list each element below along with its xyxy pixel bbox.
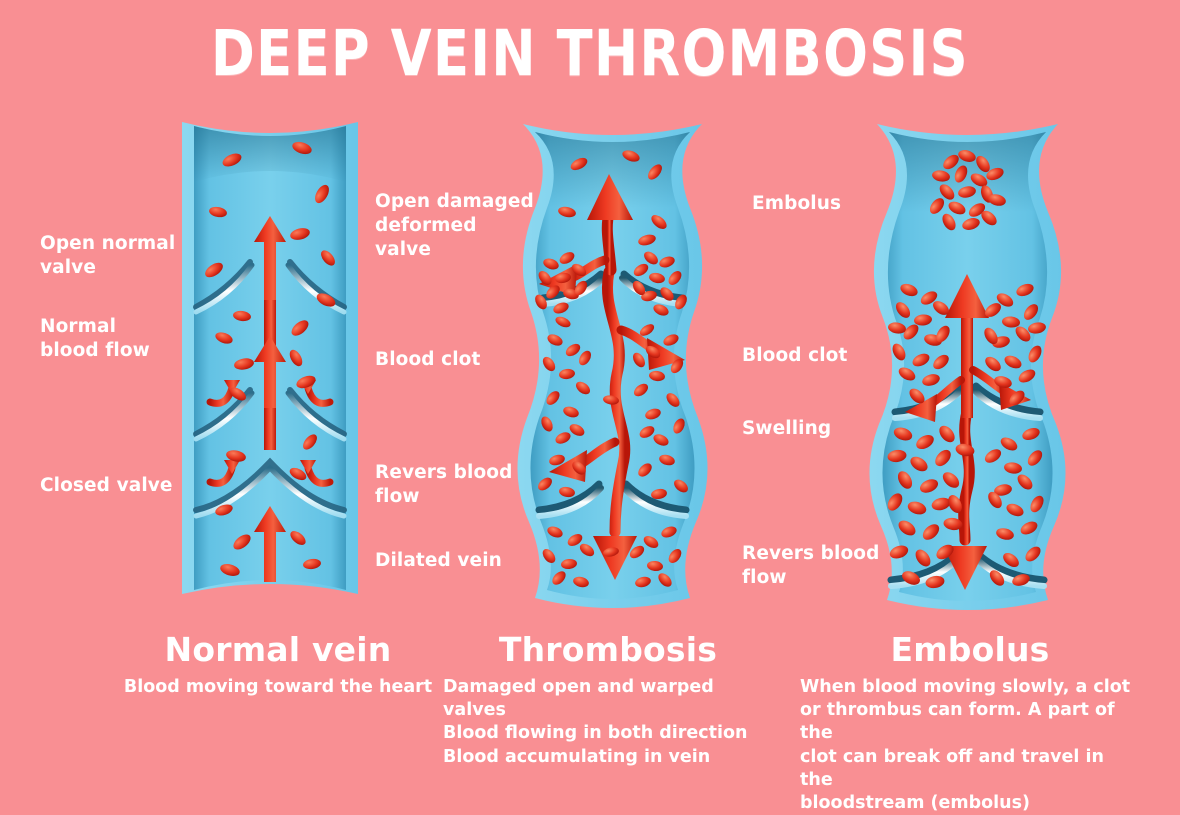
- valve-open-lower: [193, 387, 347, 442]
- thrombosis-vein-illustration: [505, 112, 720, 612]
- reflux-branch-left-lower: [549, 437, 620, 482]
- label-blood-clot-middle: Blood clot: [375, 349, 481, 370]
- embolus-vein-illustration: [855, 112, 1080, 612]
- valve-open-upper: [193, 259, 347, 315]
- label-revers-blood-flow-middle: Revers blood flow: [375, 462, 513, 508]
- embolus-clot-ball-icon: [929, 150, 1006, 231]
- label-revers-blood-flow-right: Revers blood flow: [742, 543, 880, 589]
- valve-flap-damaged-lower: [535, 480, 690, 519]
- page-title: DEEP VEIN THROMBOSIS: [211, 17, 969, 90]
- label-open-normal-valve: Open normal valve: [40, 233, 176, 279]
- infographic-canvas: DEEP VEIN THROMBOSIS: [40, 17, 1130, 813]
- label-closed-valve: Closed valve: [40, 475, 173, 496]
- caption-sub-normal-vein: Blood moving toward the heart: [123, 677, 433, 698]
- caption-title-normal-vein: Normal vein: [164, 630, 392, 669]
- up-arrow-icon: [945, 274, 989, 318]
- up-arrow-icon: [587, 174, 633, 220]
- caption-sub-thrombosis: Damaged open and warped valves Blood flo…: [443, 677, 748, 767]
- label-open-damaged-deformed-valve: Open damaged deformed valve: [375, 191, 534, 261]
- label-swelling: Swelling: [742, 418, 832, 439]
- caption-normal-vein: Normal vein Blood moving toward the hear…: [98, 630, 458, 699]
- red-blood-cell-icon: [205, 141, 336, 576]
- down-arrow-icon: [943, 546, 987, 590]
- up-arrow-icon-mid: [254, 336, 286, 450]
- reflux-branch-left: [905, 376, 965, 422]
- down-arrow-icon: [593, 536, 637, 580]
- caption-embolus: Embolus When blood moving slowly, a clot…: [800, 630, 1140, 815]
- label-normal-blood-flow: Normal blood flow: [40, 316, 150, 362]
- vein-top-shadow: [194, 126, 346, 182]
- caption-sub-embolus: When blood moving slowly, a clot or thro…: [800, 677, 1131, 813]
- vein-lumen: [530, 132, 695, 599]
- blood-clot-mass-icon: [535, 251, 688, 588]
- blood-clot-mass-icon: [887, 283, 1046, 589]
- normal-vein-illustration: [180, 112, 360, 612]
- label-embolus: Embolus: [752, 193, 842, 214]
- label-blood-clot-right: Blood clot: [742, 345, 848, 366]
- caption-title-thrombosis: Thrombosis: [498, 630, 718, 669]
- vein-top-shadow: [889, 132, 1046, 212]
- red-blood-cell-icon: [555, 150, 667, 557]
- vein-top-shadow: [535, 132, 690, 208]
- blood-flow-path: [943, 274, 989, 590]
- caption-title-embolus: Embolus: [890, 630, 1050, 669]
- label-dilated-vein: Dilated vein: [375, 550, 502, 571]
- up-arrow-icon-low: [254, 506, 286, 582]
- caption-thrombosis: Thrombosis Damaged open and warped valve…: [443, 630, 773, 769]
